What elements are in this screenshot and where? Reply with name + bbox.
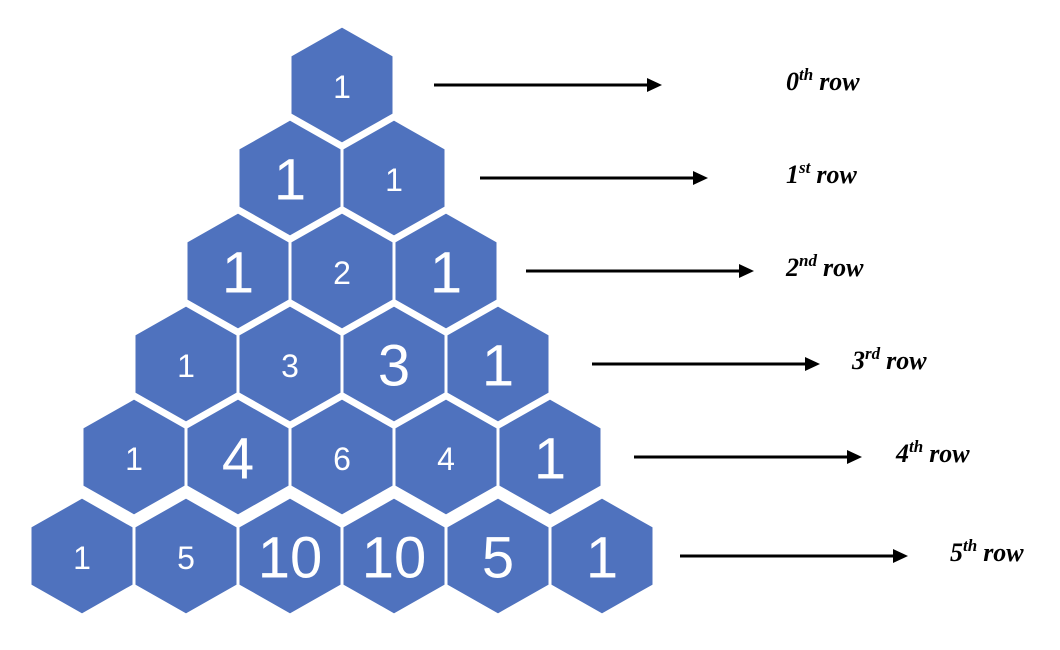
hex-cell: 1: [132, 303, 240, 425]
hex-value: 1: [222, 241, 254, 306]
hex-value: 3: [378, 334, 410, 399]
row-label-word: row: [886, 346, 927, 375]
hex-cell: 5: [444, 495, 552, 617]
hexagon-shape: [288, 24, 396, 146]
hex-value: 10: [258, 526, 323, 591]
hex-cell: 3: [340, 303, 448, 425]
hex-value: 1: [333, 69, 351, 105]
hex-cell: 10: [340, 495, 448, 617]
hex-value: 1: [274, 148, 306, 213]
hex-cell: 1: [340, 117, 448, 239]
row-label-suffix: nd: [799, 251, 817, 270]
hex-cell: 1: [392, 210, 500, 332]
row-label-number: 2: [785, 253, 799, 282]
row-label-number: 0: [786, 67, 799, 96]
hex-value: 1: [482, 334, 514, 399]
row-label-suffix: th: [963, 536, 977, 555]
row-label-number: 1: [786, 160, 799, 189]
hex-cell: 1: [496, 396, 604, 518]
row-label-word: row: [816, 160, 857, 189]
right-arrow-icon: [634, 450, 862, 464]
hex-value: 5: [482, 526, 514, 591]
right-arrow-icon: [434, 78, 662, 92]
row-label-word: row: [929, 439, 970, 468]
hex-value: 1: [385, 162, 403, 198]
row-label-word: row: [823, 253, 864, 282]
hex-cell: 1: [444, 303, 552, 425]
hex-value: 1: [73, 540, 91, 576]
hex-value: 1: [177, 348, 195, 384]
arrow-head: [805, 357, 820, 371]
hexagon-shape: [340, 117, 448, 239]
hex-value: 1: [125, 441, 143, 477]
row-label-suffix: th: [799, 65, 813, 84]
row-label-suffix: rd: [865, 344, 881, 363]
hex-value: 4: [437, 441, 455, 477]
hexagon-shape: [444, 303, 552, 425]
hex-value: 2: [333, 255, 351, 291]
right-arrow-icon: [526, 264, 754, 278]
arrow-head: [847, 450, 862, 464]
row-label-word: row: [819, 67, 860, 96]
arrow-head: [693, 171, 708, 185]
hex-cell: 3: [236, 303, 344, 425]
hex-value: 6: [333, 441, 351, 477]
row-label-suffix: th: [909, 437, 923, 456]
hex-cell: 10: [236, 495, 344, 617]
row-label-number: 3: [851, 346, 865, 375]
arrow-head: [647, 78, 662, 92]
hex-value: 1: [534, 427, 566, 492]
row-label-suffix: st: [798, 158, 812, 177]
arrow-head: [739, 264, 754, 278]
arrow-head: [893, 549, 908, 563]
row-label-number: 5: [950, 538, 963, 567]
right-arrow-icon: [592, 357, 820, 371]
row-label-word: row: [983, 538, 1024, 567]
row-arrows: [434, 78, 908, 563]
right-arrow-icon: [680, 549, 908, 563]
hex-value: 5: [177, 540, 195, 576]
hex-cell: 1: [288, 24, 396, 146]
hex-value: 3: [281, 348, 299, 384]
hex-value: 4: [222, 427, 254, 492]
hexagon-shape: [548, 495, 656, 617]
hex-value: 1: [586, 526, 618, 591]
hexagon-shape: [392, 210, 500, 332]
row-label-number: 4: [895, 439, 909, 468]
hex-value: 10: [362, 526, 427, 591]
hex-value: 1: [430, 241, 462, 306]
hex-cell: 5: [132, 495, 240, 617]
hex-cell: 1: [548, 495, 656, 617]
hex-cell: 1: [28, 495, 136, 617]
hexagon-shape: [496, 396, 604, 518]
right-arrow-icon: [480, 171, 708, 185]
